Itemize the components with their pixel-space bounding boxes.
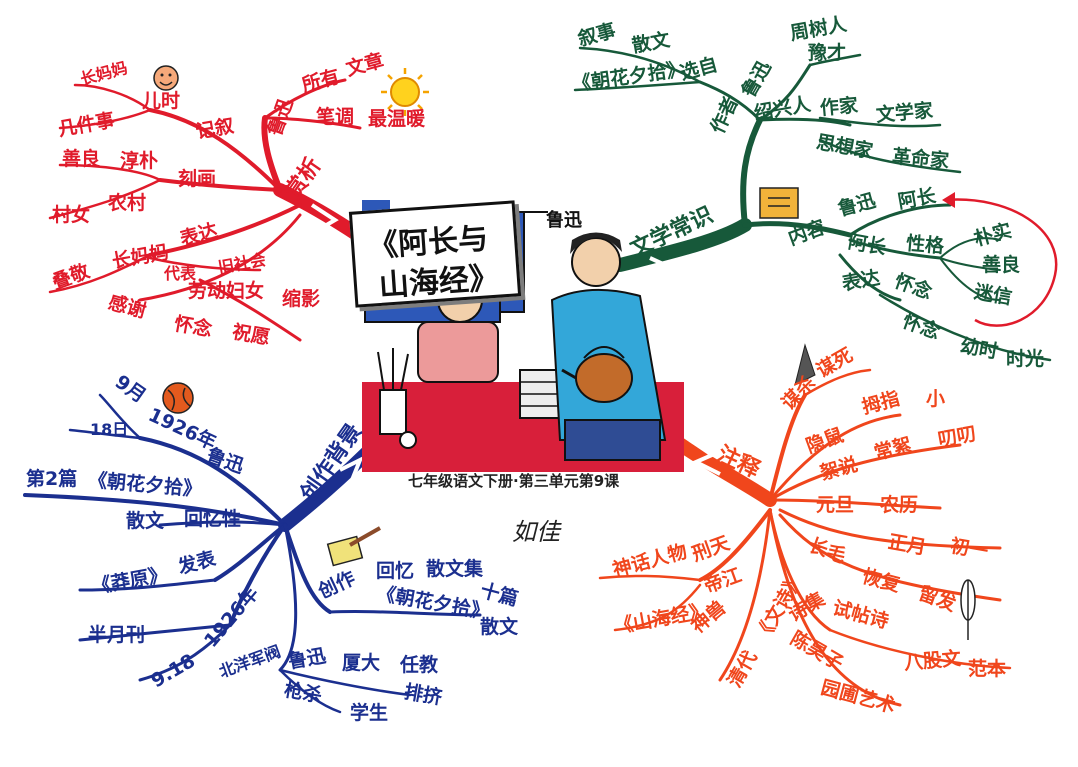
red-label: 善良 bbox=[62, 148, 101, 170]
red-label: 最温暖 bbox=[368, 108, 426, 130]
red-branch-lines bbox=[48, 78, 387, 342]
red-label: 儿时 bbox=[142, 90, 181, 112]
lesson-subtitle: 七年级语文下册·第三单元第9课 bbox=[408, 472, 620, 490]
blue-label: 厦大 bbox=[342, 652, 381, 674]
teapot-icon bbox=[561, 346, 633, 403]
red-label: 代表 bbox=[164, 264, 197, 283]
blue-label: 散文 bbox=[126, 510, 165, 532]
orange-label: 八股文 bbox=[903, 647, 962, 675]
orange-label: 元旦 bbox=[816, 494, 855, 516]
title-box: 《阿长与 山海经》 bbox=[348, 200, 522, 308]
red-label: 刻画 bbox=[178, 168, 217, 190]
blue-label: 18日 bbox=[90, 420, 129, 439]
red-label: 村女 bbox=[52, 204, 91, 226]
knife-icon bbox=[794, 343, 816, 386]
orange-zigzag-mark bbox=[688, 438, 721, 476]
sun-icon bbox=[381, 68, 429, 116]
pen-paper-icon bbox=[326, 526, 381, 567]
blue-label: 第2篇 bbox=[26, 468, 78, 490]
orange-label: 农历 bbox=[880, 494, 919, 516]
blue-label: 回忆性 bbox=[184, 508, 242, 530]
green-branch-lines bbox=[573, 46, 1052, 362]
green-label: 文学家 bbox=[875, 99, 934, 127]
orange-label: 小 bbox=[926, 388, 946, 410]
scroll-icon bbox=[759, 187, 799, 219]
blue-label: 学生 bbox=[350, 702, 389, 724]
blue-label: 散文集 bbox=[426, 558, 484, 580]
orange-label: 范本 bbox=[968, 658, 1007, 680]
title-line-2: 山海经》 bbox=[377, 260, 501, 304]
signature: 如佳 bbox=[512, 518, 560, 546]
pen-holder-icon bbox=[377, 348, 417, 449]
blue-zigzag-mark bbox=[339, 455, 373, 489]
green-label: 时光 bbox=[1006, 348, 1045, 370]
orange-branch-lines bbox=[598, 368, 1012, 707]
curved-arrow-icon bbox=[944, 198, 1058, 327]
blue-label: 回忆 bbox=[376, 560, 415, 582]
green-label: 善良 bbox=[982, 254, 1021, 276]
blue-label: 任教 bbox=[400, 654, 439, 676]
author-label: 鲁迅 bbox=[546, 210, 582, 231]
quill-icon bbox=[960, 579, 976, 640]
green-label: 革命家 bbox=[891, 145, 950, 173]
red-label: 缩影 bbox=[282, 288, 321, 310]
red-label: 劳动妇女 bbox=[188, 280, 265, 302]
blue-label: 散文 bbox=[480, 616, 519, 638]
smiley-face-icon bbox=[153, 65, 179, 91]
woman-figure-icon bbox=[550, 232, 667, 461]
arrow-head-icon bbox=[942, 192, 955, 208]
red-label: 笔调 bbox=[316, 106, 355, 128]
green-label: 性格 bbox=[905, 232, 945, 258]
red-label: 淳朴 bbox=[120, 150, 159, 172]
green-label: 豫才 bbox=[808, 42, 847, 64]
globe-icon bbox=[162, 382, 194, 414]
green-label: 作家 bbox=[819, 94, 859, 120]
red-zigzag-mark bbox=[310, 203, 343, 244]
green-zigzag-mark bbox=[649, 256, 689, 284]
blue-label: 半月刊 bbox=[88, 624, 146, 646]
red-label: 农村 bbox=[108, 192, 147, 214]
